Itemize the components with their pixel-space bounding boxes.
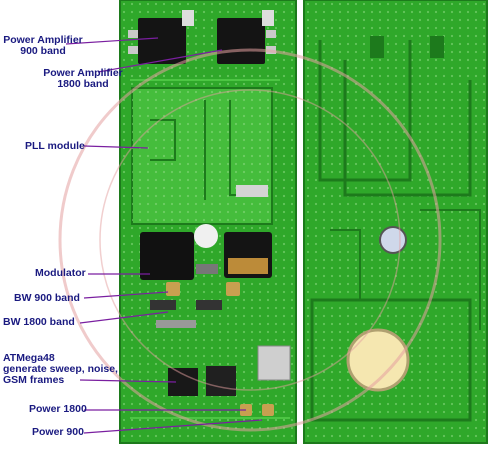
board-back	[303, 0, 488, 444]
label-pll-module: PLL module	[25, 140, 85, 152]
stamp-watermark	[58, 48, 442, 432]
label-bw-1800: BW 1800 band	[3, 316, 75, 328]
label-power-1800: Power 1800	[29, 403, 87, 415]
board-front	[119, 0, 297, 444]
label-bw-900: BW 900 band	[14, 292, 80, 304]
label-modulator: Modulator	[35, 267, 86, 279]
pa-1800-chip	[217, 18, 265, 64]
battery-holder	[346, 328, 410, 392]
pa-900-chip	[138, 18, 186, 64]
label-power-amplifier-900: Power Amplifier 900 band	[3, 34, 83, 57]
label-power-900: Power 900	[32, 426, 84, 438]
label-atmega48: ATMega48 generate sweep, noise, GSM fram…	[3, 352, 118, 386]
leader-lines	[65, 37, 263, 434]
label-power-amplifier-1800: Power Amplifier 1800 band	[43, 67, 123, 90]
